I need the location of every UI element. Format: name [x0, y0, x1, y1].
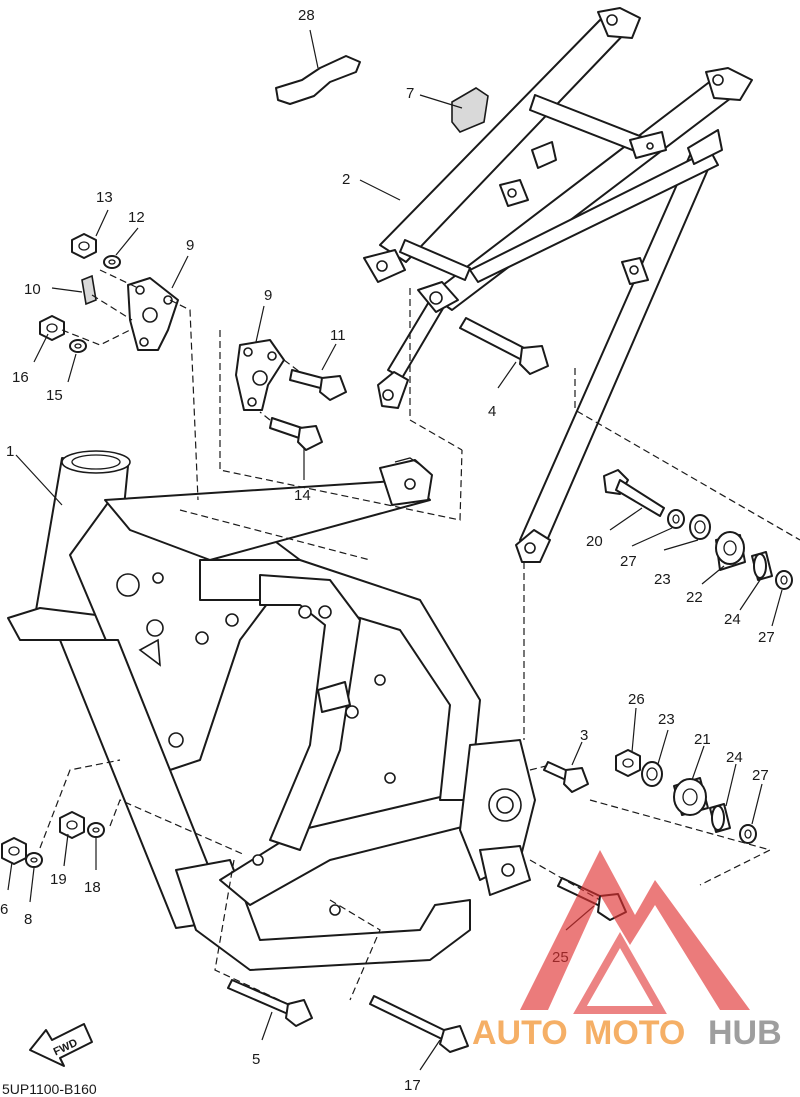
part-26-nut — [615, 749, 641, 777]
part-22-bushing — [715, 531, 746, 571]
callout-18: 18 — [84, 879, 101, 896]
fwd-arrow-icon: FWD — [29, 1023, 93, 1067]
callout-1: 1 — [6, 443, 14, 460]
callout-27-b: 27 — [758, 629, 775, 646]
part-27-washer-top-b — [775, 570, 793, 590]
part-6-nut — [1, 837, 27, 865]
callout-9-upper: 9 — [186, 237, 194, 254]
callout-17: 17 — [404, 1077, 421, 1094]
callout-23-b: 23 — [658, 711, 675, 728]
callout-24-a: 24 — [724, 611, 741, 628]
callout-15: 15 — [46, 387, 63, 404]
part-24-collar-bottom — [709, 803, 731, 833]
part-28-strap — [275, 55, 361, 105]
part-10-washer — [81, 274, 97, 306]
callout-2: 2 — [342, 171, 350, 188]
callout-11: 11 — [330, 327, 346, 344]
callout-7: 7 — [406, 85, 414, 102]
part-3-bolt — [543, 761, 589, 793]
part-23-collar-bottom — [641, 761, 663, 787]
callout-9-middle: 9 — [264, 287, 272, 304]
part-27-washer-bottom — [739, 824, 757, 844]
part-20-bolt — [603, 469, 665, 517]
automotohub-watermark-logo: AUTO MOTO HUB — [472, 850, 782, 1052]
part-24-collar-top — [751, 551, 773, 581]
callout-3: 3 — [580, 727, 588, 744]
callout-23-a: 23 — [654, 571, 671, 588]
part-21-bushing — [673, 777, 709, 816]
main-frame — [7, 450, 536, 971]
part-8-washer — [25, 852, 43, 868]
assembly-lines — [39, 269, 800, 1006]
callout-6: 6 — [0, 901, 8, 918]
callout-27-c: 27 — [752, 767, 769, 784]
part-15-washer — [69, 339, 87, 353]
part-27-washer-top-a — [667, 509, 685, 529]
part-13-nut — [71, 233, 97, 259]
watermark-text-auto: AUTO — [472, 1014, 568, 1052]
part-18-washer — [87, 822, 105, 838]
leader-lines — [7, 29, 783, 1071]
callout-labels: 1 2 7 28 13 12 9 10 9 11 16 15 4 14 20 2… — [0, 7, 775, 1094]
callout-14: 14 — [294, 487, 311, 504]
part-4-bolt — [459, 317, 549, 375]
callout-10: 10 — [24, 281, 41, 298]
callout-28: 28 — [298, 7, 315, 24]
part-5-bolt — [227, 979, 313, 1027]
watermark-text-hub: HUB — [708, 1014, 782, 1052]
part-16-nut — [39, 315, 65, 341]
callout-21: 21 — [694, 731, 711, 748]
callout-24-b: 24 — [726, 749, 743, 766]
callout-19: 19 — [50, 871, 67, 888]
callout-4: 4 — [488, 403, 496, 420]
watermark-text-moto: MOTO — [584, 1014, 685, 1052]
callout-20: 20 — [586, 533, 603, 550]
callout-13: 13 — [96, 189, 113, 206]
part-7-clamp — [451, 87, 489, 133]
callout-8: 8 — [24, 911, 32, 928]
part-23-collar-top — [689, 514, 711, 540]
diagram-code: 5UP1100-B160 — [2, 1081, 97, 1097]
part-11-bolt — [289, 369, 347, 401]
part-12-washer — [103, 255, 121, 269]
part-17-bolt — [369, 995, 469, 1053]
callout-26: 26 — [628, 691, 645, 708]
callout-16: 16 — [12, 369, 29, 386]
callout-12: 12 — [128, 209, 145, 226]
part-19-nut — [59, 811, 85, 839]
callout-27-a: 27 — [620, 553, 637, 570]
part-14-bolt — [269, 417, 323, 451]
rear-subframe — [363, 7, 753, 563]
callout-5: 5 — [252, 1051, 260, 1068]
callout-22: 22 — [686, 589, 703, 606]
